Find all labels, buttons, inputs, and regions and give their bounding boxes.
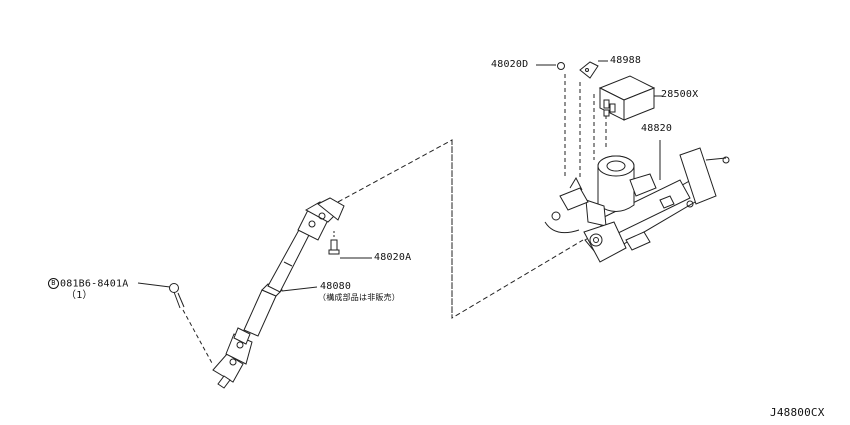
intermediate-shaft-icon	[212, 197, 345, 389]
label-bolt-qty: （1）	[66, 290, 93, 301]
label-48080-note: （構成部品は非販売）	[318, 293, 400, 302]
steering-column-icon	[544, 140, 730, 263]
label-48020a: 48020A	[374, 252, 412, 263]
clip-48988-icon	[579, 60, 608, 79]
label-48988: 48988	[610, 55, 642, 66]
label-48080: 48080	[320, 281, 352, 292]
dashed-connection-lines	[337, 139, 584, 319]
reference-code: J48800CX	[770, 406, 825, 419]
label-28500x: 28500X	[661, 89, 699, 100]
label-48820: 48820	[641, 123, 673, 134]
bolt-081b6-icon	[137, 282, 214, 366]
screw-48020a-icon	[328, 231, 372, 259]
bolt-circle-mark: B	[48, 278, 59, 289]
label-48020d: 48020D	[491, 59, 529, 70]
bolt-part-number: 081B6-8401A	[60, 278, 129, 290]
nut-48020d-icon	[536, 62, 565, 70]
control-module-28500x-icon	[598, 75, 662, 121]
